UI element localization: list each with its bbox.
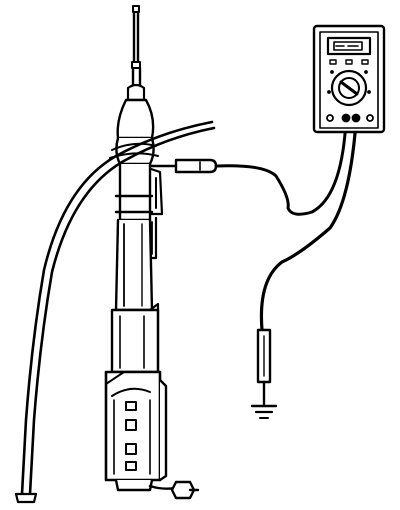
multimeter-buttons: [329, 59, 369, 65]
mounting-bracket: [143, 166, 164, 260]
ground-symbol: [250, 404, 278, 419]
power-antenna-assembly: [104, 5, 200, 500]
input-jacks: [326, 113, 374, 123]
ground-lead: [256, 120, 358, 406]
multimeter-display: [326, 36, 372, 56]
drive-housing: [104, 370, 168, 482]
test-lead: [148, 118, 348, 216]
multimeter: [312, 24, 386, 134]
antenna-tube: [114, 162, 154, 312]
antenna-connector: [114, 478, 200, 500]
antenna-cable: [14, 120, 216, 504]
selector-dial: [327, 69, 371, 107]
antenna-mast: [126, 5, 146, 102]
motor-housing: [110, 302, 160, 374]
